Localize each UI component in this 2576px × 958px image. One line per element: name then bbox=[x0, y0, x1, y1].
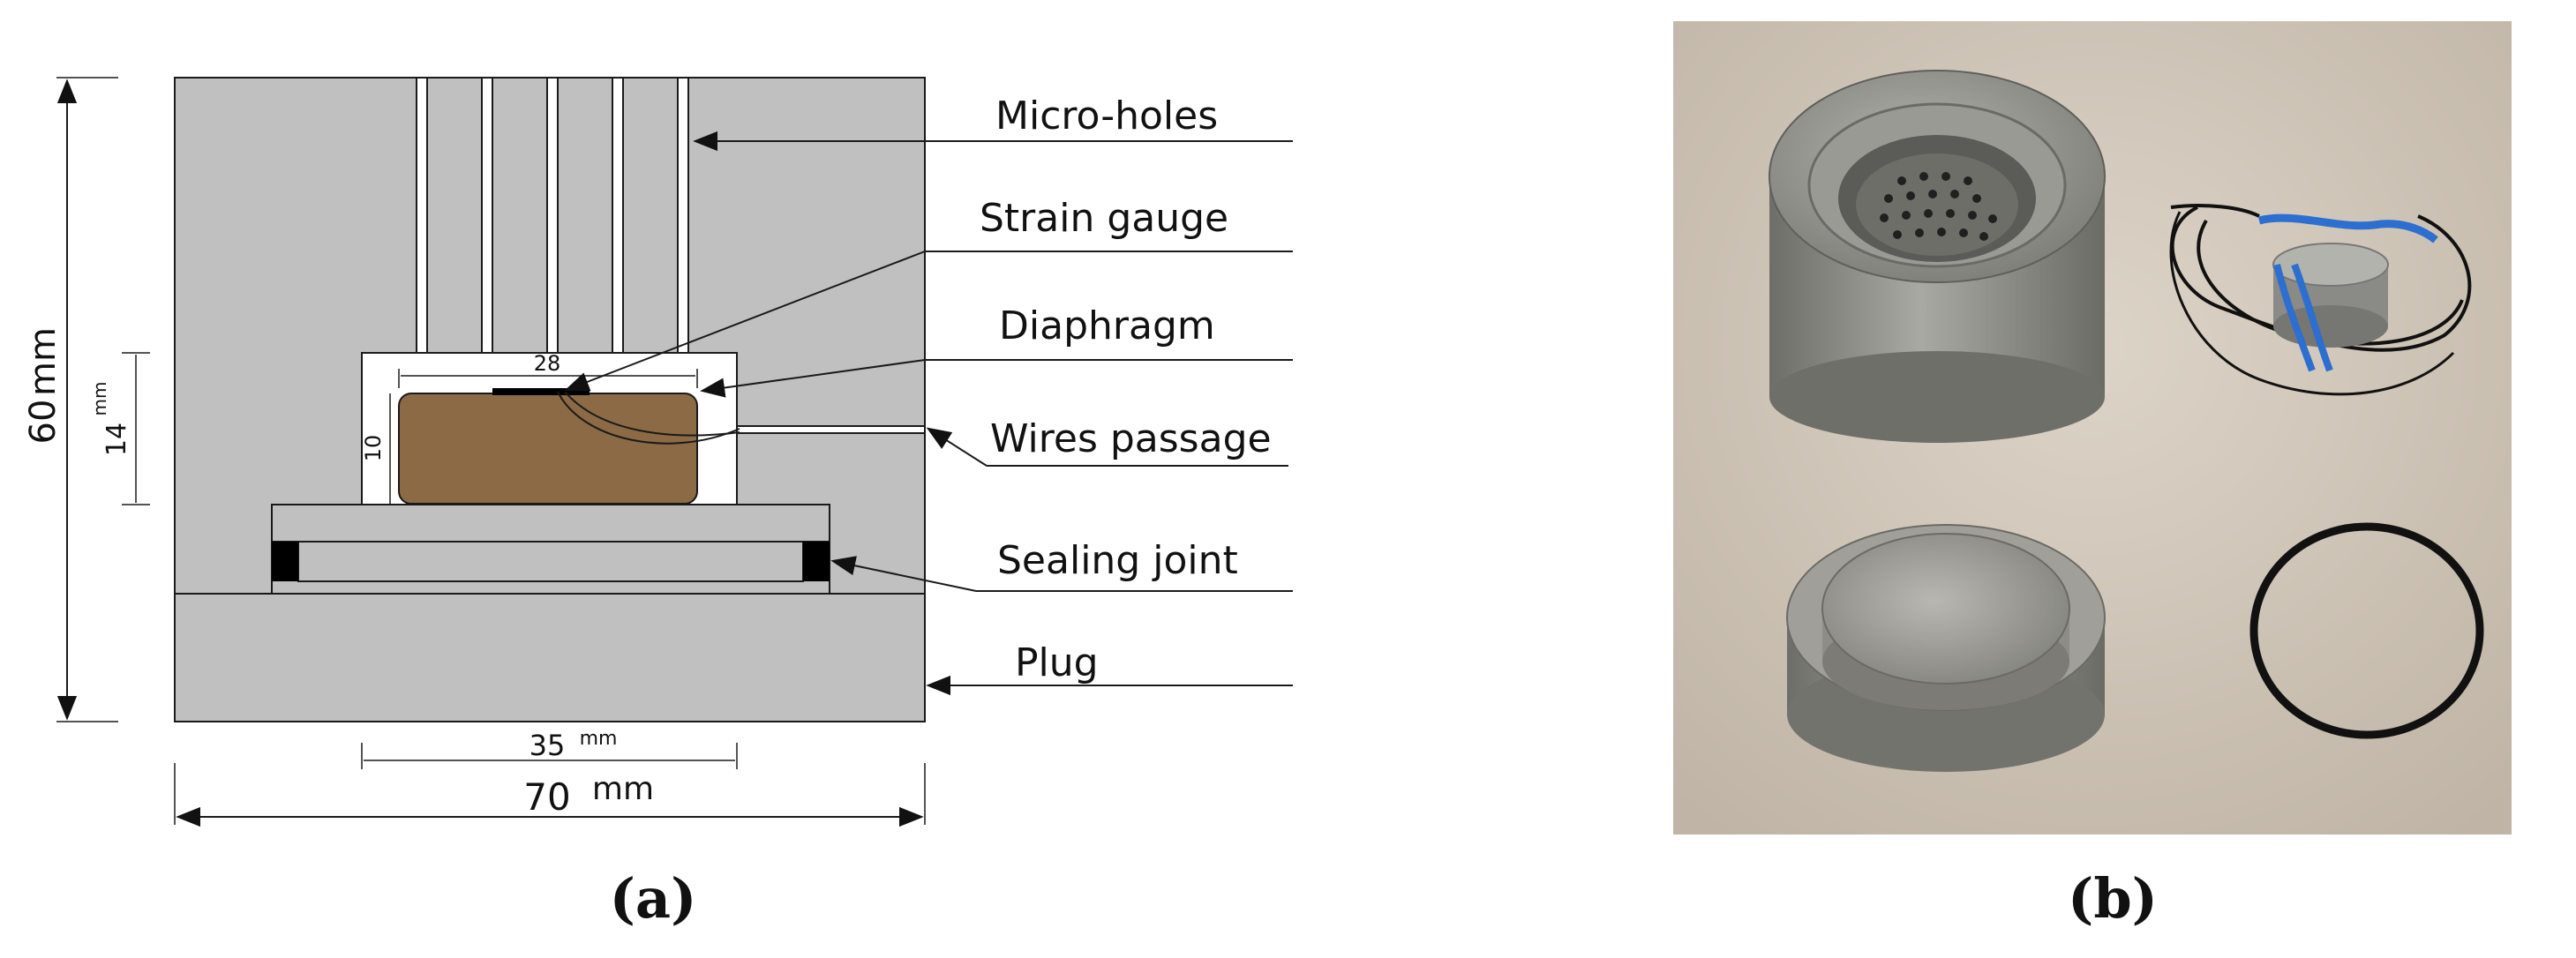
seal-inner bbox=[297, 541, 804, 582]
label-micro-holes: Micro-holes bbox=[995, 94, 1218, 138]
panel-b-photo: (b) bbox=[1673, 21, 2512, 931]
dim-diaphragm-width: 28 bbox=[534, 351, 561, 376]
dim-inner-width-unit: mm bbox=[580, 728, 618, 750]
gauge-wire-1 bbox=[557, 391, 740, 445]
photo-plug bbox=[1786, 524, 2106, 772]
dim-diaphragm-thickness: 10 bbox=[361, 435, 386, 462]
panel-a-schematic: 28 10 14 mm 60 mm 35 mm 70 mm bbox=[23, 77, 1293, 931]
sealing-joint-right bbox=[803, 542, 830, 581]
caption-b: (b) bbox=[2068, 866, 2158, 931]
photo-micro-holes bbox=[1880, 172, 1997, 241]
label-plug: Plug bbox=[1015, 640, 1099, 685]
gauge-wire-2 bbox=[564, 391, 740, 437]
label-sealing-joint: Sealing joint bbox=[997, 538, 1238, 583]
dim-inner-width-value: 35 bbox=[529, 729, 566, 762]
caption-a: (a) bbox=[610, 866, 697, 931]
dim-outer-width-unit: mm bbox=[592, 771, 654, 807]
dim-height-value: 60 bbox=[23, 400, 64, 445]
plug-block bbox=[174, 593, 926, 722]
sealing-joint-left bbox=[272, 542, 298, 581]
dim-cavity-height-unit: mm bbox=[89, 382, 110, 416]
photo-diaphragm-with-wires bbox=[2169, 204, 2472, 396]
diaphragm bbox=[398, 393, 698, 505]
dim-outer-width-value: 70 bbox=[523, 775, 570, 819]
dim-cavity-height-value: 14 bbox=[101, 423, 132, 456]
label-strain-gauge: Strain gauge bbox=[980, 196, 1228, 241]
wires-passage-channel bbox=[736, 425, 926, 434]
photo-sensor-body bbox=[1769, 70, 2106, 443]
strain-gauge bbox=[492, 388, 590, 395]
micro-holes bbox=[416, 77, 689, 354]
flange bbox=[271, 504, 830, 543]
label-wires-passage: Wires passage bbox=[990, 416, 1272, 461]
dim-height-unit: mm bbox=[23, 327, 64, 396]
label-diaphragm: Diaphragm bbox=[999, 303, 1215, 348]
photo-o-ring bbox=[2249, 522, 2484, 739]
